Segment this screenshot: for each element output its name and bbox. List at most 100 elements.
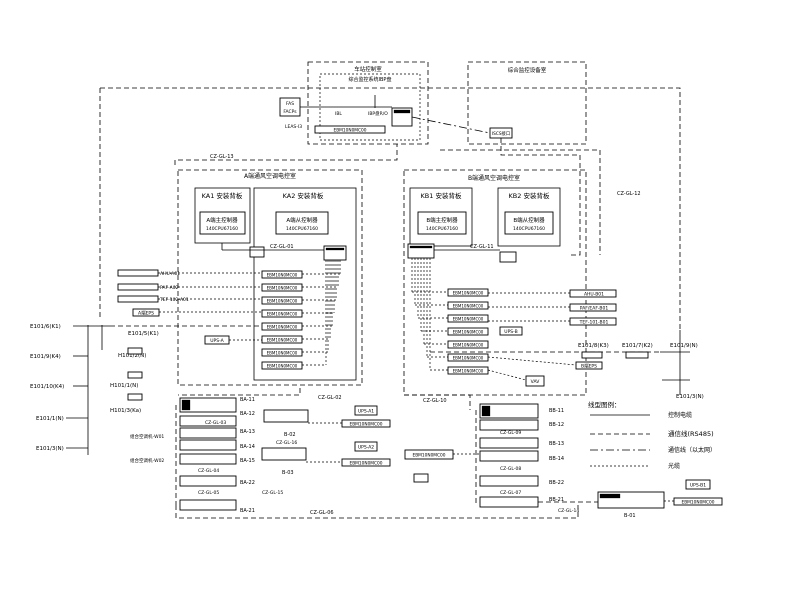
cable-03-label: CZ-GL-03	[205, 420, 226, 426]
integ-title: 综合监控设备室	[508, 66, 547, 74]
a-eps-box	[132, 308, 160, 317]
a-dev2-box	[117, 283, 159, 291]
left-h3: H101/1(N)	[110, 383, 138, 389]
ka1-title: KA1 安装背板	[202, 191, 243, 200]
b-dev3-label: TEF-101-B01	[579, 320, 609, 326]
a-row-label: EBM10N0MC00	[267, 286, 298, 291]
legend-label-2: 通信线(RS485)	[668, 429, 714, 438]
b-row-label: EBM10N0MC00	[453, 317, 484, 322]
cable-12-label: CZ-GL-12	[617, 191, 641, 197]
left-box-2	[127, 371, 143, 379]
b-dev1-label: AHU-B01	[584, 292, 604, 298]
b-row-box	[447, 327, 489, 336]
left-h1: E101/5(K1)	[128, 331, 159, 337]
cable-06-label: CZ-GL-06	[310, 510, 334, 516]
ups-b-box	[499, 326, 523, 336]
a-row-label: EBM10N0MC00	[267, 273, 298, 278]
b-row-label: EBM10N0MC00	[453, 356, 484, 361]
a-dev1-box	[117, 269, 159, 277]
legend-title: 线型图例：	[588, 400, 621, 409]
ka1-panel	[194, 187, 251, 244]
bb-mid-box	[404, 449, 454, 460]
cable-05-label: CZ-GL-05	[198, 490, 219, 496]
a-row-label: EBM10N0MC00	[267, 364, 298, 369]
left-box-1	[127, 347, 143, 355]
cable-11-label: CZ-GL-11	[470, 244, 494, 250]
cable-14-label: CZ-GL-14	[558, 508, 579, 514]
b-row-box	[447, 301, 489, 310]
b-comm-module	[499, 251, 517, 263]
cable-10-label: CZ-GL-10	[423, 398, 447, 404]
ka2-title: KA2 安装背板	[283, 191, 324, 200]
bb-label: BB-13	[549, 441, 564, 447]
bb-label: BB-14	[549, 456, 564, 462]
ba-module	[179, 453, 237, 465]
a-switch-header	[325, 247, 345, 251]
legend-label-3: 通信线（以太网）	[668, 446, 716, 454]
cable-13-path	[174, 144, 398, 165]
right-e2: E101/7(K2)	[622, 343, 653, 349]
integrated-room	[467, 61, 587, 145]
ba-module-icon	[181, 399, 191, 411]
legend-label-4: 光缆	[668, 462, 680, 470]
ups-b1-label: UPS-B1	[690, 483, 706, 489]
a-row-box	[261, 335, 303, 344]
room-b-rows: EBM10N0MC00 EBM10N0MC00 EBM10N0MC00 EBM1…	[411, 258, 489, 375]
a-row-label: EBM10N0MC00	[267, 299, 298, 304]
leas-label: LEAS-I3	[285, 124, 302, 130]
room-a-rows: EBM10N0MC00 EBM10N0MC00 EBM10N0MC00 EBM1…	[261, 260, 341, 370]
ba-module	[179, 397, 237, 413]
ba-eq1-box	[341, 419, 391, 428]
ba-label: BA-13	[240, 429, 255, 435]
a-row-box	[261, 322, 303, 331]
b-sub-cpu: 140CPU67160	[513, 226, 545, 232]
a-row-label: EBM10N0MC00	[267, 325, 298, 330]
ibl-label: IBL	[335, 111, 342, 117]
a-row-box	[261, 270, 303, 279]
b03-label: B-03	[282, 470, 294, 476]
left-w2: 组合空调机-W02	[130, 457, 164, 464]
right-e1: E101/8(K3)	[578, 343, 609, 349]
left-side-labels: E101/6(K1) E101/9(K4) E101/10(K4) E101/1…	[30, 324, 164, 464]
b-row-label: EBM10N0MC00	[453, 369, 484, 374]
ibp-eqp-label: EBM10N0MC00	[334, 128, 367, 134]
ba-eq2-box	[341, 458, 391, 467]
b-row-box	[447, 340, 489, 349]
a-row-label: EBM10N0MC00	[267, 338, 298, 343]
left-e1: E101/6(K1)	[30, 324, 61, 330]
a-comm-module	[249, 246, 265, 258]
left-e4: E101/1(N)	[36, 416, 64, 422]
ka2-panel	[253, 187, 357, 381]
bb-module	[479, 475, 539, 487]
a-sub-controller	[275, 211, 329, 235]
b-dev1-box	[569, 289, 617, 298]
room-b-title: B端通风空调电控室	[468, 174, 520, 182]
bb-module	[479, 437, 539, 449]
bb-eq-box	[673, 497, 723, 506]
left-w1: 组合空调机-W01	[130, 433, 164, 440]
ibp-panel-zone	[319, 73, 421, 141]
cable-04-label: CZ-GL-04	[198, 468, 219, 474]
cable-15-label: CZ-GL-15	[262, 490, 283, 496]
cable-12-path	[500, 138, 581, 256]
ups-a2-box	[354, 441, 378, 452]
ups-b1-box	[685, 479, 711, 490]
a-dev2-label: PAF-A02	[160, 285, 179, 291]
b-eps-label: B端EPS	[581, 363, 597, 370]
bb-module-icon	[481, 405, 491, 417]
bb-mid-label: EBM10N0MC00	[413, 453, 446, 459]
central-control-room	[307, 61, 429, 145]
b-sub-controller	[504, 211, 554, 235]
bb-stack: EBM10N0MC00 BB-11 BB-12 CZ-GL-09 BB-13 B…	[404, 403, 564, 508]
b02-group: B-02 CZ-GL-16 B-03 UPS-A1 EBM10N0MC00 UP…	[261, 405, 391, 496]
a-dev3-label: TEF-102-A01	[159, 297, 189, 303]
a-eps-label: A端EPS	[138, 310, 154, 317]
left-box-3	[127, 393, 143, 401]
left-e3: E101/10(K4)	[30, 384, 64, 390]
ups-b-label: UPS-B	[504, 329, 517, 335]
b-main-controller	[417, 211, 467, 235]
b-row-label: EBM10N0MC00	[453, 291, 484, 296]
room-a-title: A端通风空调电控室	[244, 172, 296, 180]
bb-module	[479, 403, 539, 419]
